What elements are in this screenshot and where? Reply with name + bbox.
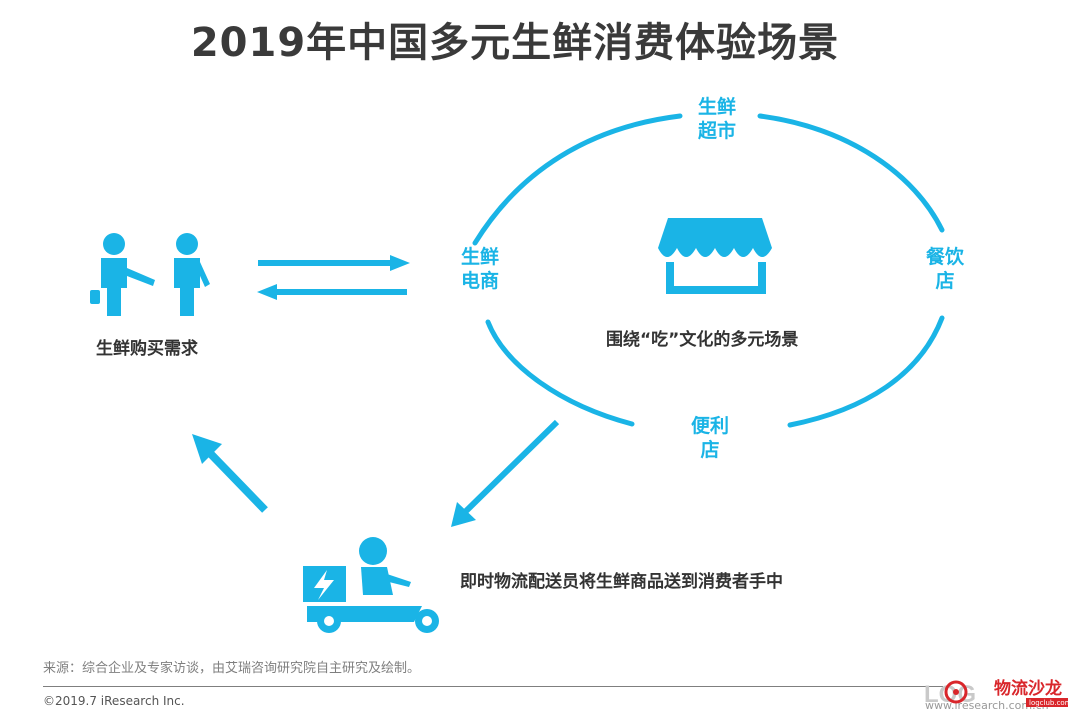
arrow-icon bbox=[257, 255, 410, 300]
node-convenience-line2: 店 bbox=[700, 439, 720, 461]
ellipse-arc-bottom-left bbox=[485, 319, 635, 427]
watermark-text: 物流沙龙 bbox=[994, 678, 1062, 699]
people-icon bbox=[90, 233, 210, 316]
watermark-logo: LOG 物流沙龙 logclub.com bbox=[924, 678, 1072, 708]
ellipse-arc-bottom-right bbox=[787, 315, 945, 428]
page-title: 2019年中国多元生鲜消费体验场景 bbox=[190, 20, 840, 66]
node-restaurant-line1: 餐饮 bbox=[925, 246, 964, 268]
scene-ellipse bbox=[472, 113, 945, 428]
node-convenience-line1: 便利 bbox=[690, 415, 729, 437]
courier-label: 即时物流配送员将生鲜商品送到消费者手中 bbox=[460, 572, 783, 592]
node-ecommerce: 生鲜 电商 bbox=[450, 245, 510, 293]
ellipse-arc-top-left bbox=[472, 113, 683, 246]
source-note: 来源：综合企业及专家访谈，由艾瑞咨询研究院自主研究及绘制。 bbox=[43, 661, 421, 676]
node-supermarket-line1: 生鲜 bbox=[697, 96, 736, 118]
node-supermarket-line2: 超市 bbox=[697, 120, 736, 142]
node-ecommerce-line1: 生鲜 bbox=[460, 246, 499, 268]
arrow-icon bbox=[192, 434, 268, 513]
ellipse-arc-top-right bbox=[757, 113, 945, 233]
footer-divider bbox=[43, 686, 943, 687]
storefront-icon bbox=[658, 218, 772, 294]
node-ecommerce-line2: 电商 bbox=[460, 270, 499, 292]
node-restaurant-line2: 店 bbox=[935, 270, 955, 292]
node-convenience: 便利 店 bbox=[680, 414, 740, 462]
node-restaurant: 餐饮 店 bbox=[915, 245, 975, 293]
watermark-subtext: logclub.com bbox=[1029, 699, 1072, 707]
arrow-icon bbox=[451, 419, 560, 527]
lightning-icon bbox=[314, 570, 334, 600]
node-supermarket: 生鲜 超市 bbox=[687, 95, 747, 143]
delivery-scooter-icon bbox=[303, 537, 439, 633]
demand-label: 生鲜购买需求 bbox=[96, 339, 198, 359]
center-label: 围绕“吃”文化的多元场景 bbox=[606, 330, 799, 350]
copyright: ©2019.7 iResearch Inc. bbox=[43, 694, 185, 708]
